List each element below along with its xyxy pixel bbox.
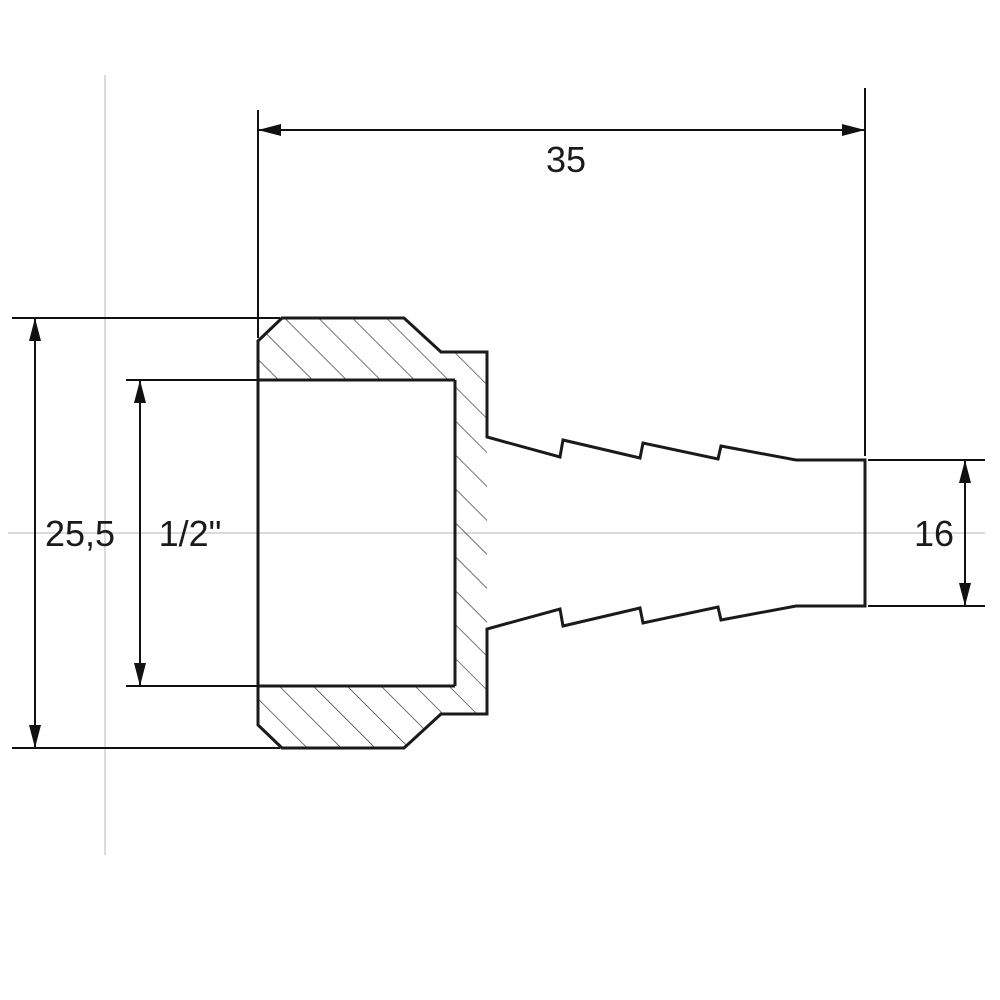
arrowhead-bottom xyxy=(29,725,41,748)
hatch-bottom-wall xyxy=(258,686,487,748)
construction-lines xyxy=(8,75,985,855)
part-outline xyxy=(256,316,867,750)
hatch-bore-end-wall xyxy=(455,380,487,686)
dimension-label-thread-size: 1/2" xyxy=(159,513,222,554)
dimension-label-body-diameter: 25,5 xyxy=(45,513,115,554)
dimension-body-diameter: 25,5 xyxy=(12,317,280,749)
arrowhead-bottom xyxy=(959,583,971,606)
section-hatching xyxy=(258,318,487,748)
arrowhead-top xyxy=(134,380,146,403)
arrowhead-top xyxy=(29,318,41,341)
dimension-label-overall-length: 35 xyxy=(546,139,586,180)
dimension-overall-length: 35 xyxy=(257,88,866,456)
arrowhead-top xyxy=(959,460,971,483)
arrowhead-right xyxy=(842,124,865,136)
dimension-barb-diameter: 16 xyxy=(868,459,985,607)
hatch-top-wall xyxy=(258,318,487,380)
arrowhead-bottom xyxy=(134,663,146,686)
part-geometry xyxy=(256,316,867,750)
dimension-thread-size: 1/2" xyxy=(126,379,258,687)
dimension-label-barb-diameter: 16 xyxy=(914,513,954,554)
arrowhead-left xyxy=(258,124,281,136)
